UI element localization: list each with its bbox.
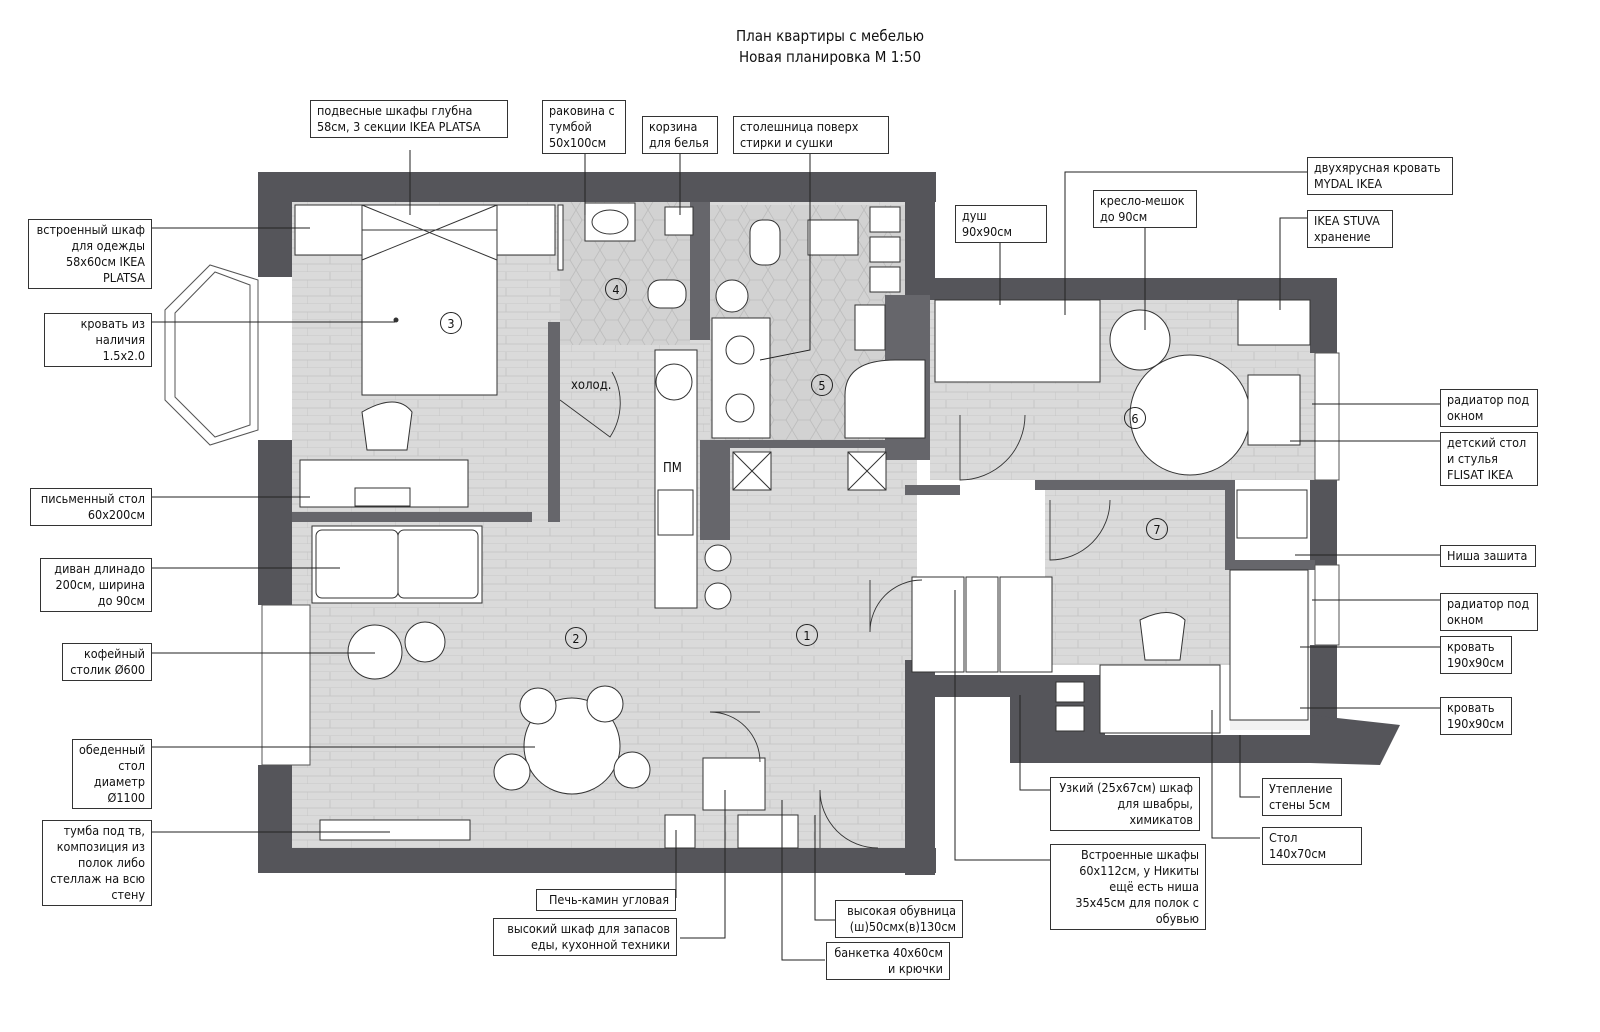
label-bunk-bed: двухярусная кровать MYDAL IKEA (1307, 157, 1453, 195)
entrance-wardrobes (732, 451, 1085, 732)
windows (164, 264, 1340, 766)
label-narrow-cabinet: Узкий (25х67см) шкаф для швабры, химикат… (1050, 777, 1200, 831)
room-number-4: 4 (605, 278, 627, 300)
room-number-3: 3 (440, 312, 462, 334)
label-wall-cabinets: подвесные шкафы глубна 58см, 3 секции IK… (310, 100, 508, 138)
label-radiator-1: радиатор под окном (1440, 389, 1538, 427)
door-swings (559, 371, 1111, 849)
fridge-label: холод. (571, 378, 612, 393)
bath-fixtures (584, 202, 926, 439)
label-insulation: Утепление стены 5см (1262, 778, 1342, 816)
label-shower: душ 90х90см (955, 205, 1047, 243)
room-number-7: 7 (1146, 518, 1168, 540)
label-tall-cabinet: высокий шкаф для запасов еды, кухонной т… (493, 918, 677, 956)
plan-subtitle: Новая планировка М 1:50 (738, 48, 922, 66)
label-tv-unit: тумба под тв, композиция из полок либо с… (42, 820, 152, 906)
room-number-6: 6 (1124, 407, 1146, 429)
living-furniture (311, 349, 799, 849)
plan-title: План квартиры с мебелью (736, 27, 924, 45)
label-kids-table: детский стол и стулья FLISAT IKEA (1440, 432, 1538, 486)
label-stuva: IKEA STUVA хранение (1307, 210, 1393, 248)
room-number-2: 2 (565, 627, 587, 649)
leader-lines (152, 150, 1440, 961)
label-desk: письменный стол 60х200см (30, 488, 152, 526)
label-shoe-cabinet: высокая обувница (ш)50смх(в)130см (835, 900, 963, 938)
room-number-5: 5 (811, 374, 833, 396)
label-beanbag: кресло-мешок до 90см (1093, 190, 1197, 228)
kids-furniture (934, 299, 1311, 734)
exterior-walls (258, 172, 1400, 875)
label-fireplace: Печь-камин угловая (536, 889, 676, 911)
label-basket: корзина для белья (642, 116, 718, 154)
label-dining-table: обеденный стол диаметр Ø1100 (72, 739, 152, 809)
label-radiator-2: радиатор под окном (1440, 593, 1538, 631)
label-bed-1: кровать 190х90см (1440, 636, 1512, 674)
label-wardrobe: встроенный шкаф для одежды 58х60см IKEA … (28, 219, 152, 289)
label-countertop: столешница поверх стирки и сушки (733, 116, 889, 154)
label-table-140: Стол 140х70см (1262, 827, 1362, 865)
label-bed-2: кровать 190х90см (1440, 697, 1512, 735)
label-sink: раковина с тумбой 50х100см (542, 100, 626, 154)
label-bench: банкетка 40х60см и крючки (826, 942, 950, 980)
label-bed-stock: кровать из наличия 1.5х2.0 (44, 313, 152, 367)
dishwasher-label: ПМ (663, 461, 682, 476)
room-number-1: 1 (796, 624, 818, 646)
label-coffee-table: кофейный столик Ø600 (62, 643, 152, 681)
label-sofa: диван длинадо 200см, ширина до 90см (40, 558, 152, 612)
label-niche: Ниша зашита (1440, 545, 1536, 567)
bedroom-furniture (294, 204, 564, 508)
label-built-in: Встроенные шкафы 60х112см, у Никиты ещё … (1050, 844, 1206, 930)
